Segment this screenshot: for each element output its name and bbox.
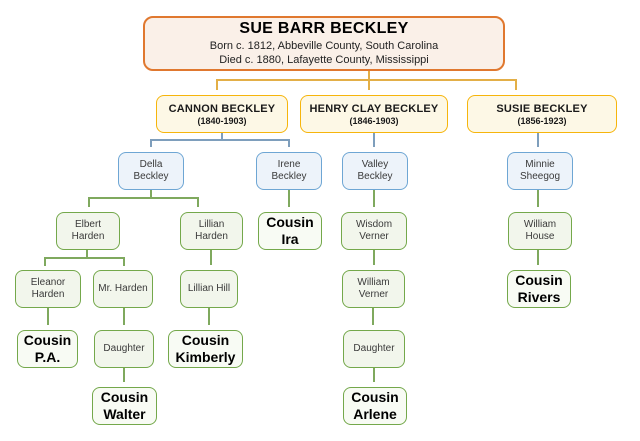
person-name: Cousin Rivers — [515, 271, 563, 305]
connector-line — [373, 250, 375, 265]
connector-line — [515, 79, 517, 90]
node-daughter-harden: Daughter — [87, 325, 154, 368]
connector-line — [150, 139, 290, 141]
person-name: Mr. Harden — [98, 283, 148, 295]
connector-line — [150, 190, 152, 198]
node-wisdom-verner: Wisdom Verner — [334, 207, 407, 250]
person-dates: (1846-1903) — [349, 115, 399, 126]
connector-line — [372, 308, 374, 325]
node-lillian-harden: Lillian Harden — [173, 207, 243, 250]
connector-line — [537, 133, 539, 147]
node-elbert-harden: Elbert Harden — [49, 207, 120, 250]
person-name: Eleanor Harden — [30, 277, 66, 300]
connector-line — [221, 133, 223, 140]
connector-line — [288, 139, 290, 147]
node-henry-clay-beckley: HENRY CLAY BECKLEY (1846-1903) — [293, 90, 448, 133]
person-dates: (1840-1903) — [197, 115, 247, 126]
connector-line — [88, 197, 199, 199]
connector-line — [123, 368, 125, 382]
node-william-verner: William Verner — [335, 265, 405, 308]
person-name: Cousin Kimberly — [175, 331, 236, 365]
person-name: Della Beckley — [133, 159, 169, 182]
node-susie-beckley: SUSIE BECKLEY (1856-1923) — [460, 90, 617, 133]
connector-line — [44, 257, 46, 266]
node-minnie-sheegog: Minnie Sheegog — [500, 147, 573, 190]
connector-line — [88, 197, 90, 207]
connector-line — [210, 250, 212, 265]
person-name: Daughter — [353, 343, 395, 355]
person-dates: (1856-1923) — [517, 115, 567, 126]
node-william-house: William House — [501, 207, 572, 250]
person-name: William House — [523, 219, 557, 242]
connector-line — [373, 133, 375, 147]
root-died: Died c. 1880, Lafayette County, Mississi… — [219, 53, 429, 66]
connector-line — [288, 190, 290, 207]
connector-line — [216, 79, 218, 90]
person-name: CANNON BECKLEY — [168, 102, 276, 115]
connector-line — [373, 190, 375, 207]
person-name: SUSIE BECKLEY — [496, 102, 588, 115]
node-lillian-hill: Lillian Hill — [173, 265, 238, 308]
connector-line — [368, 79, 370, 90]
connector-line — [373, 368, 375, 382]
connector-line — [47, 308, 49, 325]
node-irene-beckley: Irene Beckley — [249, 147, 322, 190]
node-daughter-verner: Daughter — [336, 325, 405, 368]
connector-line — [216, 79, 517, 81]
person-name: Elbert Harden — [71, 219, 105, 242]
connector-line — [208, 308, 210, 325]
root-name: SUE BARR BECKLEY — [239, 19, 409, 37]
person-name: Irene Beckley — [271, 159, 307, 182]
connector-line — [537, 190, 539, 207]
node-cousin-rivers: Cousin Rivers — [500, 265, 571, 308]
person-name: William Verner — [357, 277, 390, 300]
node-della-beckley: Della Beckley — [111, 147, 184, 190]
connector-line — [123, 257, 125, 266]
person-name: Cousin Arlene — [351, 388, 399, 422]
person-name: Minnie Sheegog — [519, 159, 561, 182]
node-eleanor-harden: Eleanor Harden — [8, 265, 81, 308]
person-name: Wisdom Verner — [355, 219, 393, 242]
person-name: Lillian Harden — [195, 219, 228, 242]
connector-line — [44, 257, 125, 259]
connector-line — [123, 308, 125, 325]
node-cousin-pa: Cousin P.A. — [10, 325, 78, 368]
node-cousin-ira: Cousin Ira — [251, 207, 322, 250]
person-name: Daughter — [103, 343, 145, 355]
person-name: Cousin P.A. — [23, 331, 72, 365]
person-name: Valley Beckley — [357, 159, 393, 182]
person-name: Cousin Walter — [100, 388, 149, 422]
node-mr-harden: Mr. Harden — [86, 265, 153, 308]
node-sue-barr-beckley: SUE BARR BECKLEY Born c. 1812, Abbeville… — [135, 10, 505, 71]
node-cousin-walter: Cousin Walter — [85, 382, 157, 425]
connector-line — [150, 139, 152, 147]
node-valley-beckley: Valley Beckley — [335, 147, 408, 190]
node-cannon-beckley: CANNON BECKLEY (1840-1903) — [149, 90, 288, 133]
node-cousin-arlene: Cousin Arlene — [336, 382, 407, 425]
connector-line — [86, 250, 88, 258]
connector-line — [197, 197, 199, 207]
root-born: Born c. 1812, Abbeville County, South Ca… — [209, 39, 439, 52]
person-name: HENRY CLAY BECKLEY — [309, 102, 439, 115]
node-cousin-kimberly: Cousin Kimberly — [161, 325, 243, 368]
connector-line — [537, 250, 539, 265]
person-name: Lillian Hill — [187, 283, 231, 295]
person-name: Cousin Ira — [266, 213, 314, 247]
connector-line — [368, 71, 370, 80]
